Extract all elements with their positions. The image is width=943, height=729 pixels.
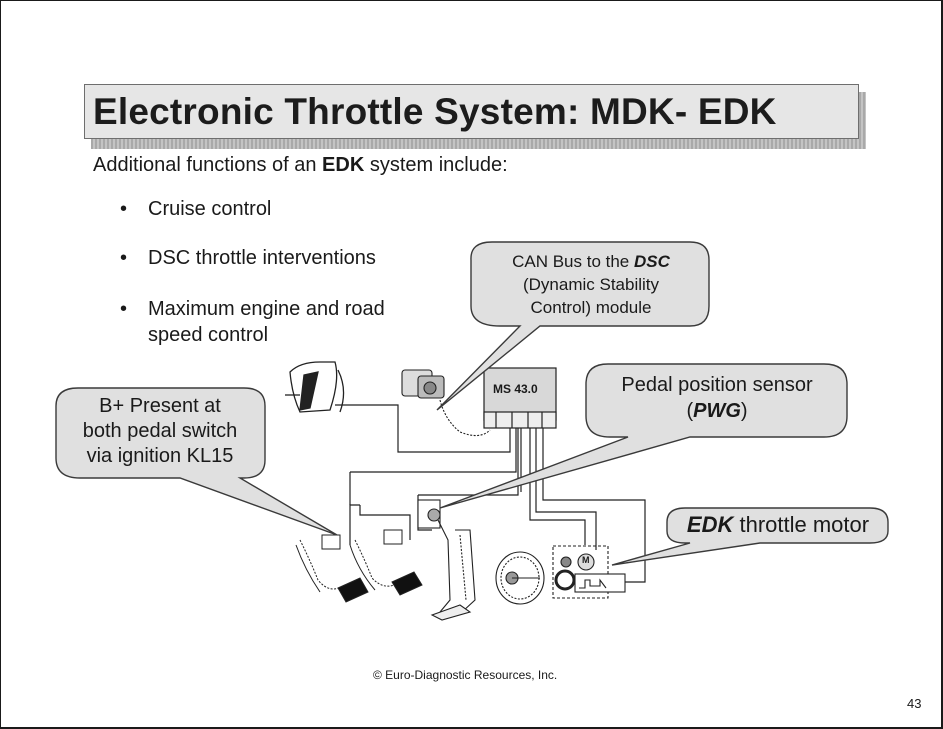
slide-title: Electronic Throttle System: MDK- EDK [93, 91, 777, 132]
bullet-item: • DSC throttle interventions [120, 247, 376, 270]
clutch-pedal-pad [391, 571, 423, 596]
page-number: 43 [907, 696, 922, 711]
clutch-switch [383, 529, 403, 545]
intro-bold-edk: EDK [322, 154, 365, 176]
ecu-label: MS 43.0 [493, 382, 538, 396]
gear-icon [560, 556, 572, 568]
callout-can-bus-text: CAN Bus to the DSC (Dynamic Stability Co… [476, 250, 706, 319]
motor-label: M [582, 555, 590, 565]
paren-open: ( [686, 400, 694, 422]
callout-line: throttle motor [733, 512, 870, 537]
throttle-motor-icon [577, 553, 595, 571]
ecu-body [483, 367, 557, 421]
bullet-text-continued: speed control [148, 324, 269, 346]
copyright-footer: © Euro-Diagnostic Resources, Inc. [373, 668, 558, 682]
title-box: Electronic Throttle System: MDK- EDK [84, 84, 859, 139]
callout-throttle-motor-text: EDK throttle motor [668, 512, 888, 538]
callout-pedal-sensor [439, 363, 848, 509]
intro-text: Additional functions of an EDK system in… [93, 154, 508, 177]
bullet-dot-icon: • [120, 198, 128, 220]
dsc-module [401, 369, 491, 437]
callout-line: (Dynamic Stability [522, 275, 660, 294]
paren-close: ) [740, 400, 748, 422]
edk-abbrev: EDK [686, 512, 734, 537]
wire-motor-2 [535, 428, 597, 550]
bullet-text: Cruise control [148, 198, 272, 220]
callout-can-bus [436, 241, 710, 411]
callout-shapes [55, 241, 889, 566]
callout-line: Pedal position sensor [621, 374, 813, 396]
callout-throttle-motor [611, 507, 889, 566]
bullet-dot-icon: • [120, 247, 128, 269]
callout-line: Control) module [530, 298, 652, 317]
wire-motor-1 [529, 428, 586, 545]
wire-brake-switch [350, 428, 517, 473]
intro-suffix: system include: [364, 154, 508, 176]
accelerator-pedal [417, 499, 476, 621]
callout-line: via ignition KL15 [86, 445, 234, 467]
bullet-dot-icon: • [120, 298, 128, 320]
brake-pedal-pad [337, 577, 369, 603]
pwg-abbrev: PWG [693, 400, 741, 422]
dsc-abbrev: DSC [633, 252, 670, 271]
ecu-ms43 [483, 367, 557, 429]
intro-prefix: Additional functions of an [93, 154, 323, 176]
bullet-text: Maximum engine and road [148, 298, 385, 320]
callout-line: B+ Present at [99, 395, 221, 417]
callout-line: CAN Bus to the [512, 252, 634, 271]
callout-b-plus [55, 387, 338, 536]
bullet-text: DSC throttle interventions [148, 247, 376, 269]
throttle-housing [552, 545, 609, 599]
bullet-item: • Maximum engine and road speed control [120, 296, 385, 348]
wire-cruise-stalk [335, 404, 511, 453]
ecu-connector [483, 411, 557, 429]
cruise-control-stalk [285, 361, 345, 413]
pedal-position-sensor [427, 508, 441, 522]
brake-clutch-pedals [295, 529, 423, 603]
wire-pedal-sensor [418, 428, 519, 496]
brake-switch [321, 534, 341, 550]
callout-line: both pedal switch [82, 420, 238, 442]
bullet-item: • Cruise control [120, 198, 271, 221]
callout-b-plus-text: B+ Present at both pedal switch via igni… [56, 394, 264, 469]
callout-pedal-sensor-text: Pedal position sensor (PWG) [588, 372, 846, 424]
throttle-body [495, 545, 626, 605]
